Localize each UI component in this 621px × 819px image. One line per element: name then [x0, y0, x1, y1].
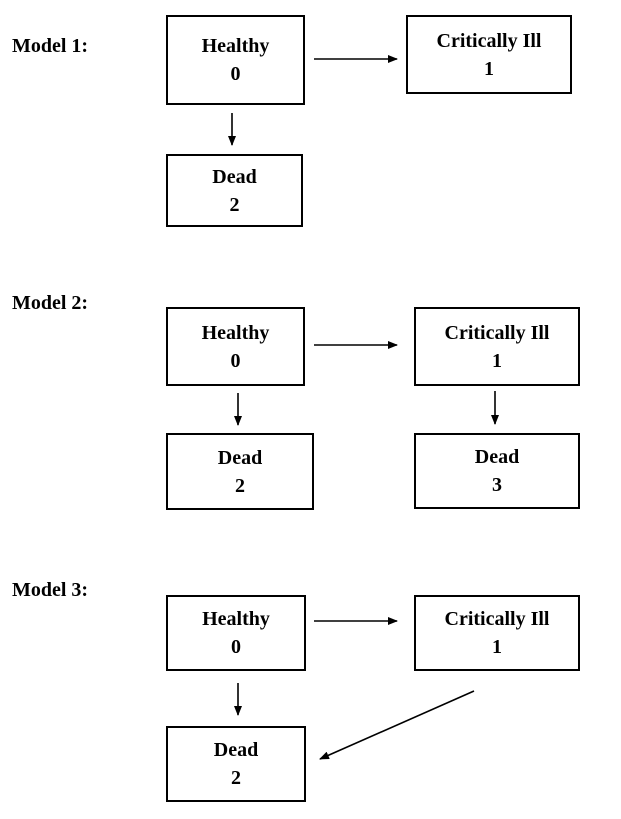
state-number: 2 [235, 474, 245, 497]
state-name: Dead [474, 446, 520, 468]
model-2-state-dead-3: Dead 3 [414, 433, 580, 509]
model-1-state-healthy: Healthy 0 [166, 15, 305, 105]
state-number: 1 [484, 57, 494, 80]
state-number: 1 [492, 349, 502, 372]
state-number: 0 [231, 636, 241, 658]
state-number: 0 [230, 63, 241, 85]
state-number: 0 [230, 349, 241, 372]
model-3-state-critically-ill: Critically Ill 1 [414, 595, 580, 671]
state-name: Critically Ill [444, 608, 550, 630]
model-2-state-healthy: Healthy 0 [166, 307, 305, 386]
model-3-state-healthy: Healthy 0 [166, 595, 306, 671]
model-2-label: Model 2: [12, 292, 89, 314]
state-name: Dead [213, 739, 259, 761]
state-name: Critically Ill [436, 29, 542, 52]
model-3-label: Model 3: [12, 579, 89, 601]
state-number: 1 [492, 636, 502, 658]
state-number: 3 [492, 474, 502, 496]
model-2-state-critically-ill: Critically Ill 1 [414, 307, 580, 386]
state-name: Healthy [201, 321, 270, 344]
state-number: 2 [229, 193, 240, 216]
model-1-label: Model 1: [12, 35, 89, 57]
state-name: Dead [217, 446, 263, 469]
model-2-state-dead-2: Dead 2 [166, 433, 314, 510]
state-name: Critically Ill [444, 321, 550, 344]
model-1-state-dead: Dead 2 [166, 154, 303, 227]
state-name: Dead [212, 165, 257, 188]
arrow-m3-ill-to-dead [319, 690, 475, 760]
state-name: Healthy [202, 608, 270, 630]
model-3-state-dead: Dead 2 [166, 726, 306, 802]
model-1-state-critically-ill: Critically Ill 1 [406, 15, 572, 94]
state-name: Healthy [201, 35, 270, 57]
state-number: 2 [231, 767, 241, 789]
